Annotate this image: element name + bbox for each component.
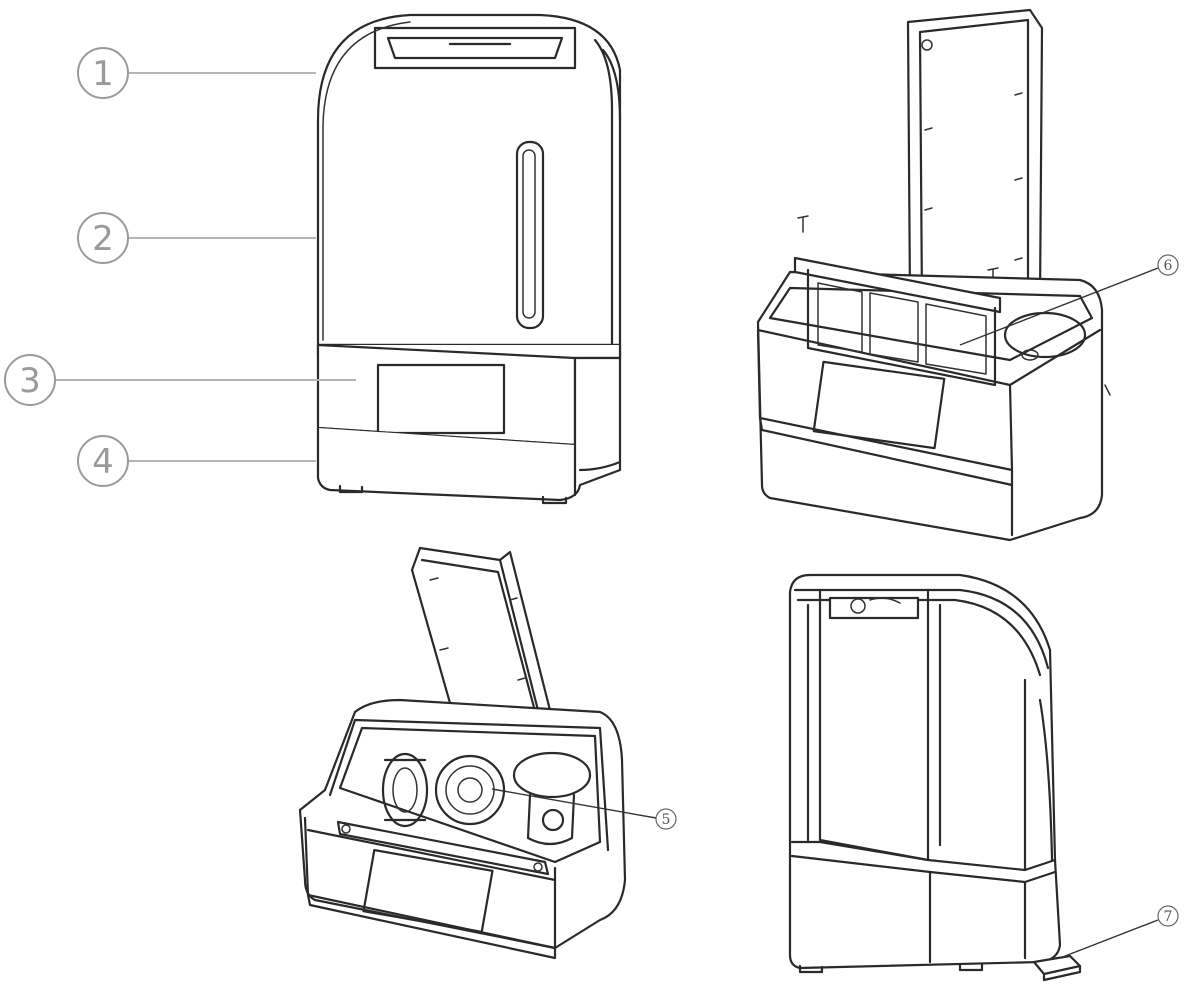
callout-6: 6 xyxy=(1157,254,1179,276)
callout-6-label: 6 xyxy=(1164,258,1173,274)
callout-2-label: 2 xyxy=(92,219,114,259)
front-view xyxy=(316,13,622,505)
callout-7: 7 xyxy=(1157,905,1179,927)
base-interior-view xyxy=(298,546,627,960)
callout-3-label: 3 xyxy=(19,361,41,401)
callout-4: 4 xyxy=(77,435,129,487)
callout-7-label: 7 xyxy=(1164,909,1173,925)
callout-1: 1 xyxy=(77,47,129,99)
filter-view xyxy=(756,8,1111,542)
rear-view xyxy=(788,573,1082,982)
callout-1-label: 1 xyxy=(92,54,114,94)
callout-5-label: 5 xyxy=(662,812,671,828)
callout-2: 2 xyxy=(77,212,129,264)
callout-5: 5 xyxy=(655,808,677,830)
callout-4-label: 4 xyxy=(92,442,114,482)
callout-3: 3 xyxy=(4,354,56,406)
leader-lines xyxy=(55,72,1159,959)
